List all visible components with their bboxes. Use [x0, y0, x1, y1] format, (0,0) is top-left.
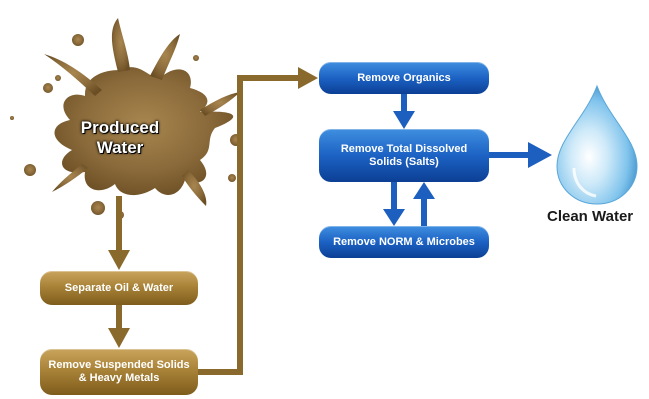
arrowhead-right-icon [298, 67, 318, 89]
remove-suspended-solids-line1: Remove Suspended Solids [48, 359, 190, 372]
arrowhead-down-icon [393, 111, 415, 129]
remove-norm-microbes-step: Remove NORM & Microbes [319, 226, 489, 258]
separate-oil-water-label: Separate Oil & Water [64, 281, 174, 294]
remove-tds-line2: Solids (Salts) [369, 155, 439, 168]
clean-water-label: Clean Water [547, 208, 634, 225]
arrowhead-down-icon [383, 209, 405, 226]
arrowhead-right-icon [528, 142, 552, 168]
gold-connectors [116, 75, 300, 375]
remove-norm-microbes-label: Remove NORM & Microbes [333, 235, 475, 248]
produced-water-line2: Water [96, 138, 144, 157]
arrowhead-down-icon [108, 328, 130, 348]
arrowhead-up-icon [413, 182, 435, 199]
remove-tds-line1: Remove Total Dissolved [340, 142, 468, 155]
blue-connectors [391, 94, 530, 226]
oil-splat-icon [10, 18, 242, 219]
water-drop-icon [556, 84, 638, 205]
remove-tds-step: Remove Total Dissolved Solids (Salts) [319, 129, 489, 182]
separate-oil-water-step: Separate Oil & Water [40, 271, 198, 305]
suspended-to-organics-connector [198, 75, 300, 375]
remove-suspended-solids-line2: & Heavy Metals [78, 372, 160, 384]
produced-water-label: Produced Water [68, 118, 172, 158]
produced-water-line1: Produced [80, 118, 160, 137]
remove-organics-label: Remove Organics [357, 71, 451, 84]
arrowhead-down-icon [108, 250, 130, 270]
remove-organics-step: Remove Organics [319, 62, 489, 94]
remove-suspended-solids-step: Remove Suspended Solids & Heavy Metals [40, 349, 198, 395]
